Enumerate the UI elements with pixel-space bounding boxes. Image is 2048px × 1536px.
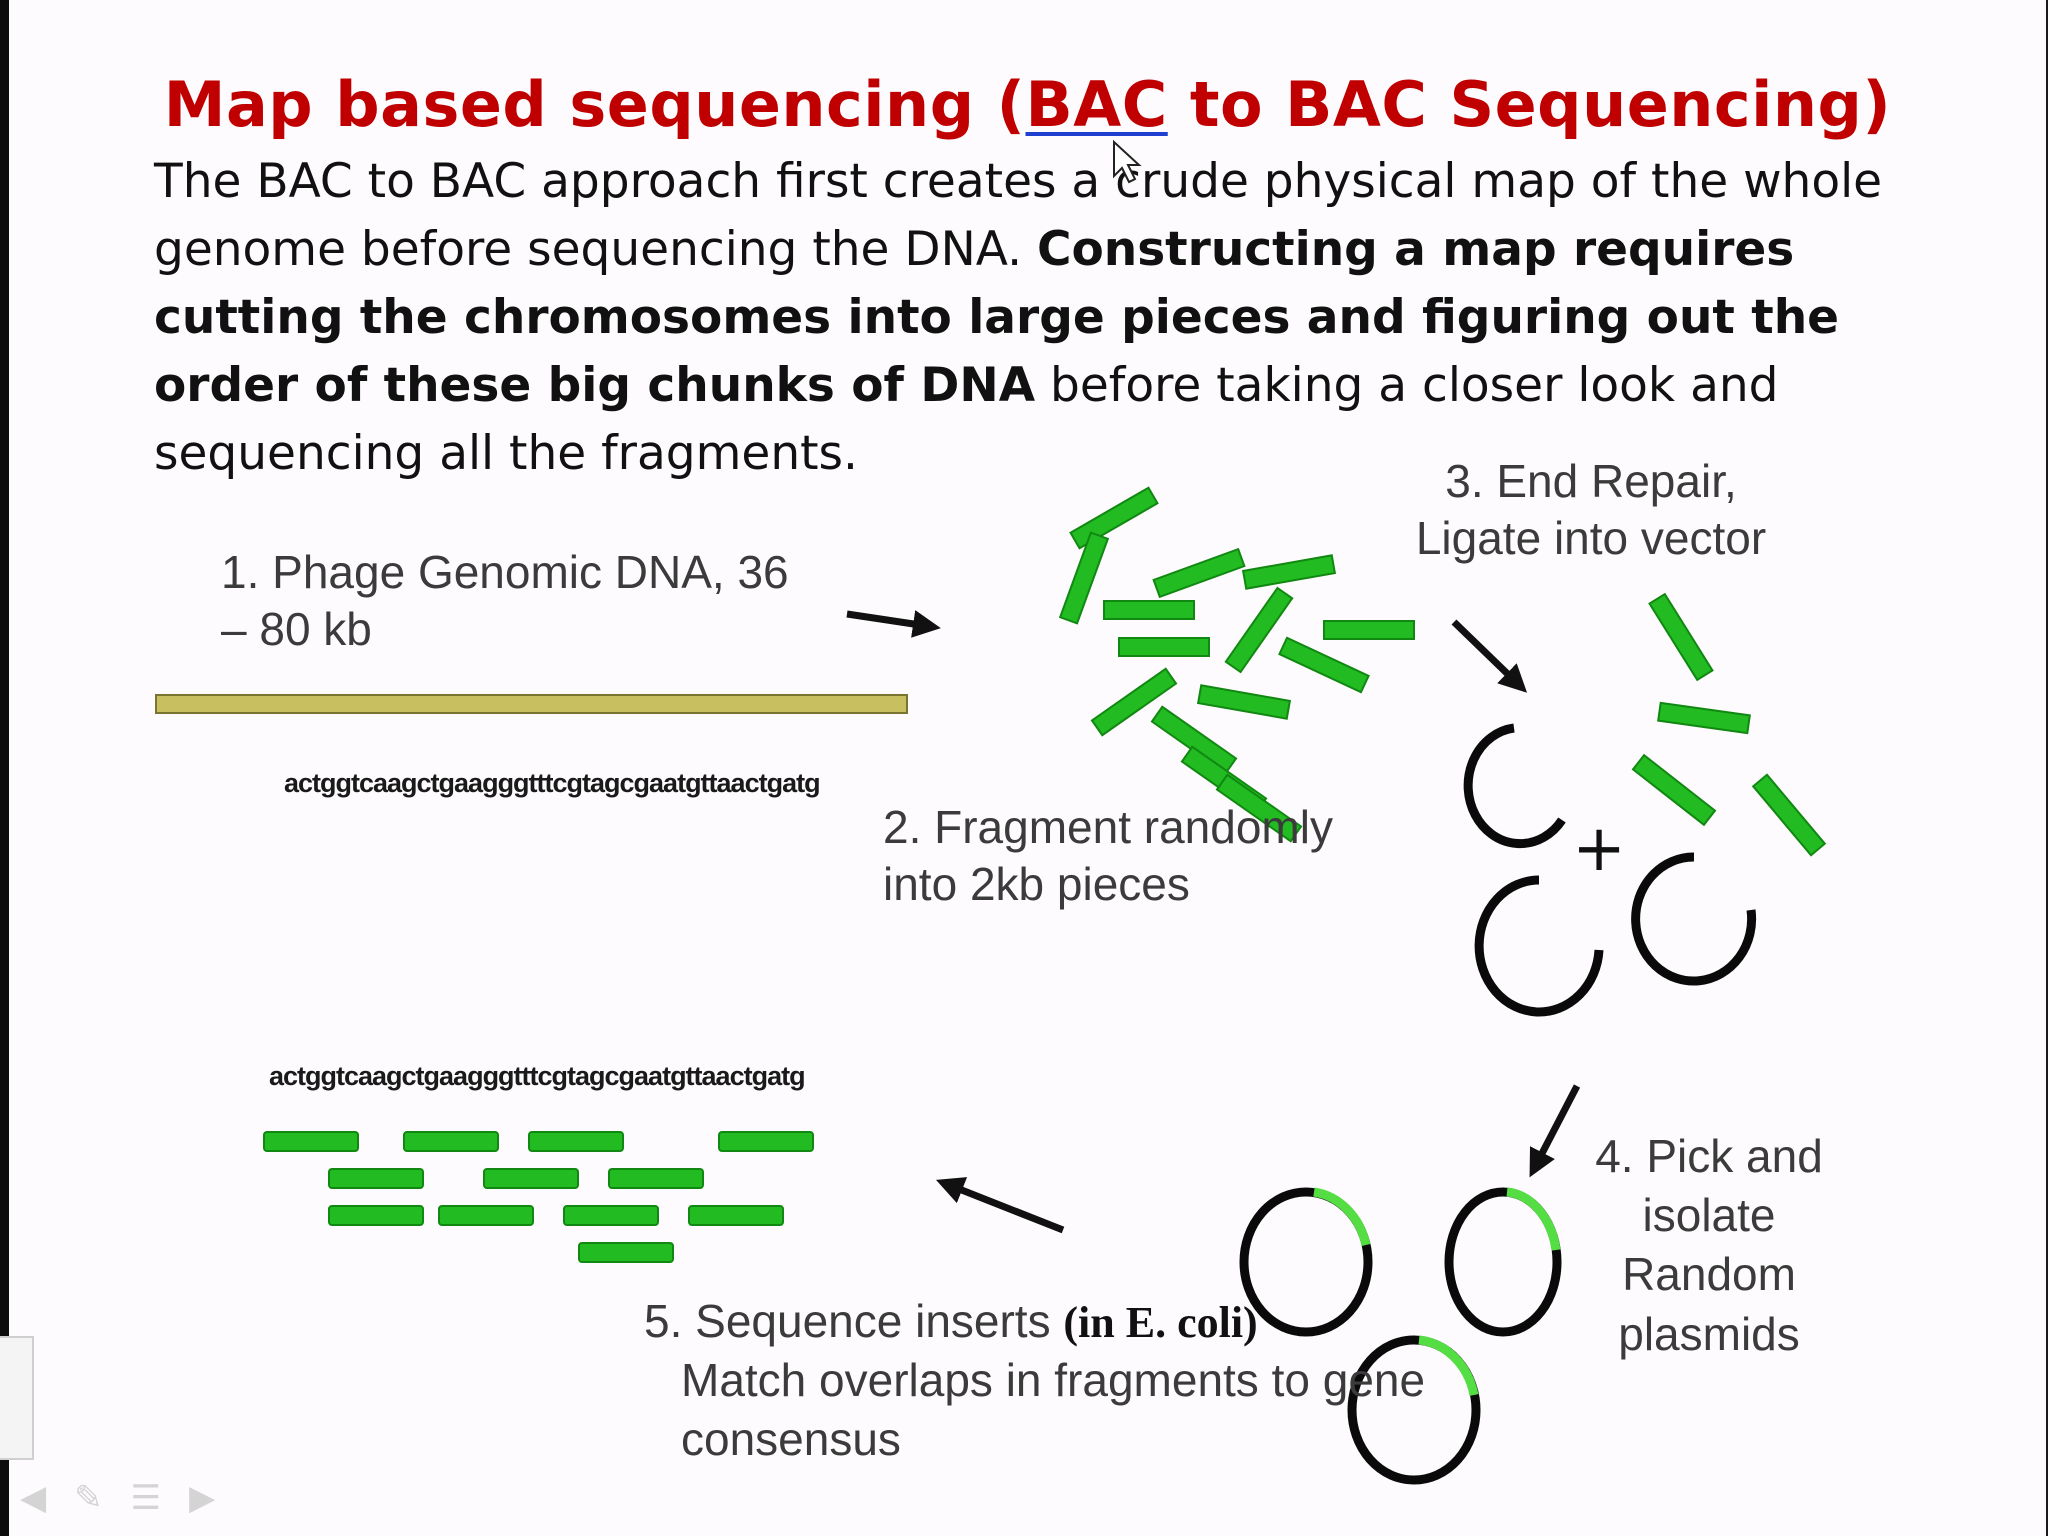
pen-tool-icon[interactable]: ✎	[74, 1479, 103, 1517]
slide: Map based sequencing (BAC to BAC Sequenc…	[9, 0, 2046, 1536]
paragraph-bold-text: Constructing a map requires cutting the …	[154, 222, 1840, 413]
fragment	[438, 1205, 534, 1226]
fragment	[1751, 773, 1827, 857]
step2-label-line2: into 2kb pieces	[883, 858, 1190, 910]
mouse-cursor-icon	[1113, 139, 1142, 184]
bac-sequencing-diagram: 1. Phage Genomic DNA, 36 – 80 kb actggtc…	[155, 139, 1827, 1485]
fragment	[1278, 636, 1370, 694]
fragment	[403, 1131, 499, 1152]
step5-label-line1-b: (in E. coli)	[1063, 1298, 1257, 1347]
step5-label-line3: consensus	[681, 1413, 901, 1465]
paragraph-text-1: The BAC to BAC approach first creates a …	[154, 154, 1883, 277]
slideshow-toolbar: ◀ ✎ ☰ ▶	[20, 1478, 215, 1518]
plasmid	[1444, 1187, 1562, 1337]
paragraph-text-2: before taking a closer look and sequenci…	[154, 358, 1779, 481]
title-underlined-word: BAC	[1025, 68, 1168, 141]
arrow-to-step3	[1451, 619, 1528, 693]
plasmids	[1239, 1187, 1562, 1485]
sequence-top: actggtcaagctgaagggtttcgtagcgaatgttaactga…	[284, 768, 820, 798]
fragment	[1323, 620, 1415, 640]
genomic-dna-bar	[155, 694, 908, 714]
fragment	[1241, 554, 1337, 590]
plasmid	[1347, 1335, 1481, 1485]
step4-label-line1: 4. Pick and	[1595, 1130, 1823, 1182]
fragment	[718, 1131, 814, 1152]
next-slide-icon[interactable]: ▶	[189, 1479, 216, 1517]
step4-label-line4: plasmids	[1618, 1308, 1800, 1360]
step3-label-line2: Ligate into vector	[1416, 512, 1766, 564]
slide-title: Map based sequencing (BAC to BAC Sequenc…	[9, 68, 2046, 141]
plasmid	[1239, 1187, 1373, 1337]
step5-label-line2: Match overlaps in fragments to gene	[681, 1354, 1425, 1406]
prev-slide-icon[interactable]: ◀	[20, 1479, 47, 1517]
window-left-border	[0, 0, 9, 1536]
sequence-bottom: actggtcaagctgaagggtttcgtagcgaatgttaactga…	[269, 1061, 805, 1091]
fragment	[1090, 667, 1178, 737]
side-panel-toggle[interactable]	[0, 1336, 34, 1460]
arrow-to-step4	[1529, 1084, 1581, 1178]
menu-icon[interactable]: ☰	[130, 1479, 162, 1517]
fragment	[328, 1168, 424, 1189]
fragment	[1150, 705, 1238, 775]
step5-label-line1: 5. Sequence inserts (in E. coli)	[644, 1295, 1258, 1347]
open-vector	[1474, 875, 1604, 1017]
step4-label-line3: Random	[1622, 1248, 1796, 1300]
fragment	[528, 1131, 624, 1152]
fragment	[1215, 773, 1303, 843]
insert-fragments	[1631, 592, 1827, 857]
fragment	[688, 1205, 784, 1226]
title-text-start: Map based sequencing (	[163, 68, 1026, 141]
fragment	[1152, 547, 1246, 599]
arrow-to-step5	[935, 1177, 1065, 1234]
step5-label-line1-a: 5. Sequence inserts	[644, 1295, 1063, 1347]
fragment	[1648, 592, 1714, 682]
fragment	[1118, 637, 1210, 657]
fragment	[1657, 701, 1751, 735]
fragment	[328, 1205, 424, 1226]
plus-sign: +	[1572, 812, 1626, 886]
step2-label-line1: 2. Fragment randomly	[883, 801, 1333, 853]
open-vectors	[1463, 723, 1757, 1017]
step1-label-line2: – 80 kb	[221, 603, 372, 655]
fragment	[608, 1168, 704, 1189]
fragment	[1196, 684, 1292, 720]
open-vector	[1631, 852, 1757, 986]
intro-paragraph: The BAC to BAC approach first creates a …	[154, 148, 1984, 488]
open-vector	[1463, 723, 1566, 849]
random-fragments	[1058, 486, 1415, 843]
arrow-step1-to-step2	[846, 610, 941, 638]
title-text-end: to BAC Sequencing)	[1167, 68, 1892, 141]
fragment	[1631, 753, 1717, 827]
fragment	[263, 1131, 359, 1152]
fragment	[563, 1205, 659, 1226]
step4-label-line2: isolate	[1643, 1189, 1776, 1241]
window-right-border	[2046, 0, 2048, 1536]
fragment	[483, 1168, 579, 1189]
fragment	[1069, 486, 1159, 550]
step3-label-line1: 3. End Repair,	[1445, 455, 1737, 507]
fragment	[1058, 531, 1110, 625]
assembled-fragments	[263, 1131, 814, 1263]
fragment	[578, 1242, 674, 1263]
step1-label-line1: 1. Phage Genomic DNA, 36	[221, 546, 789, 598]
fragment	[1103, 600, 1195, 620]
fragment	[1224, 586, 1294, 674]
